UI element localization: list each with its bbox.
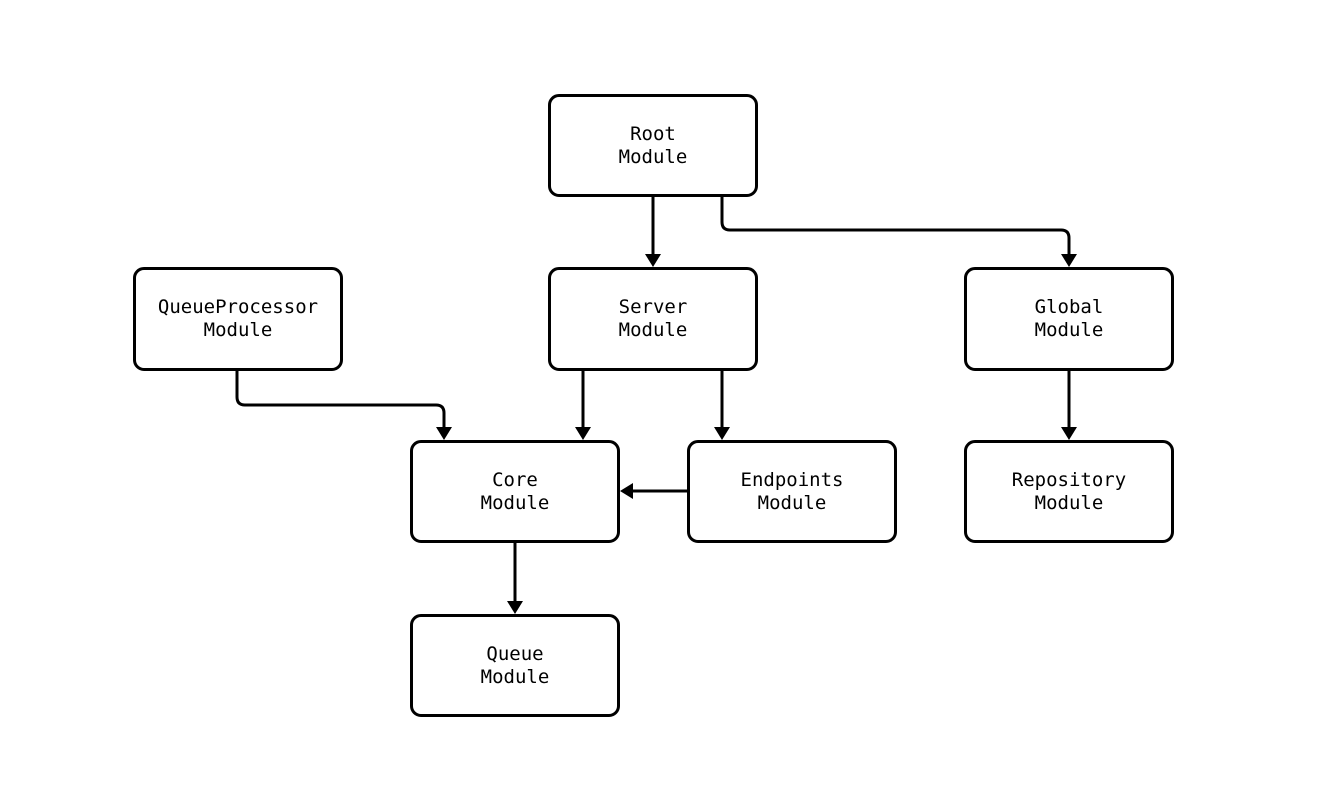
arrowhead-core-to-queue xyxy=(507,601,523,614)
arrowhead-endpoints-to-core xyxy=(620,483,633,499)
node-server-label-line1: Server xyxy=(618,296,688,318)
node-endpoints[interactable]: Endpoints Module xyxy=(687,440,897,543)
arrowhead-root-to-global xyxy=(1061,254,1077,267)
node-root-label-line2: Module xyxy=(618,145,688,168)
node-repository-label-line1: Repository xyxy=(1011,468,1127,491)
edge-queueprocessor-to-core xyxy=(235,371,446,431)
node-server[interactable]: Server Module xyxy=(548,267,758,371)
node-global[interactable]: Global Module xyxy=(964,267,1174,371)
node-core-label-line1: Core xyxy=(492,468,538,491)
node-global-label-line2: Module xyxy=(1034,319,1104,341)
node-endpoints-label-line1: Endpoints xyxy=(740,468,844,491)
node-repository-label-line2: Module xyxy=(1034,491,1104,514)
node-queue-label-line1: Queue xyxy=(486,642,544,665)
arrowhead-root-to-server xyxy=(645,254,661,267)
node-queueprocessor-label-line1: QueueProcessor xyxy=(157,296,319,318)
node-server-label-line2: Module xyxy=(618,319,688,341)
arrowhead-global-to-repository xyxy=(1061,427,1077,440)
node-repository[interactable]: Repository Module xyxy=(964,440,1174,543)
node-queueprocessor-label-line2: Module xyxy=(203,319,273,341)
node-core-label-line2: Module xyxy=(480,491,550,514)
node-global-label-line1: Global xyxy=(1034,296,1104,318)
arrowhead-server-to-endpoints xyxy=(714,427,730,440)
node-root-label-line1: Root xyxy=(630,122,676,145)
node-queue-label-line2: Module xyxy=(480,665,550,688)
node-queueprocessor[interactable]: QueueProcessor Module xyxy=(133,267,343,371)
node-core[interactable]: Core Module xyxy=(410,440,620,543)
node-queue[interactable]: Queue Module xyxy=(410,614,620,717)
edge-root-to-global xyxy=(720,197,1071,258)
arrowhead-queueprocessor-to-core xyxy=(436,427,452,440)
arrowhead-server-to-core xyxy=(575,427,591,440)
node-root[interactable]: Root Module xyxy=(548,94,758,197)
node-endpoints-label-line2: Module xyxy=(757,491,827,514)
